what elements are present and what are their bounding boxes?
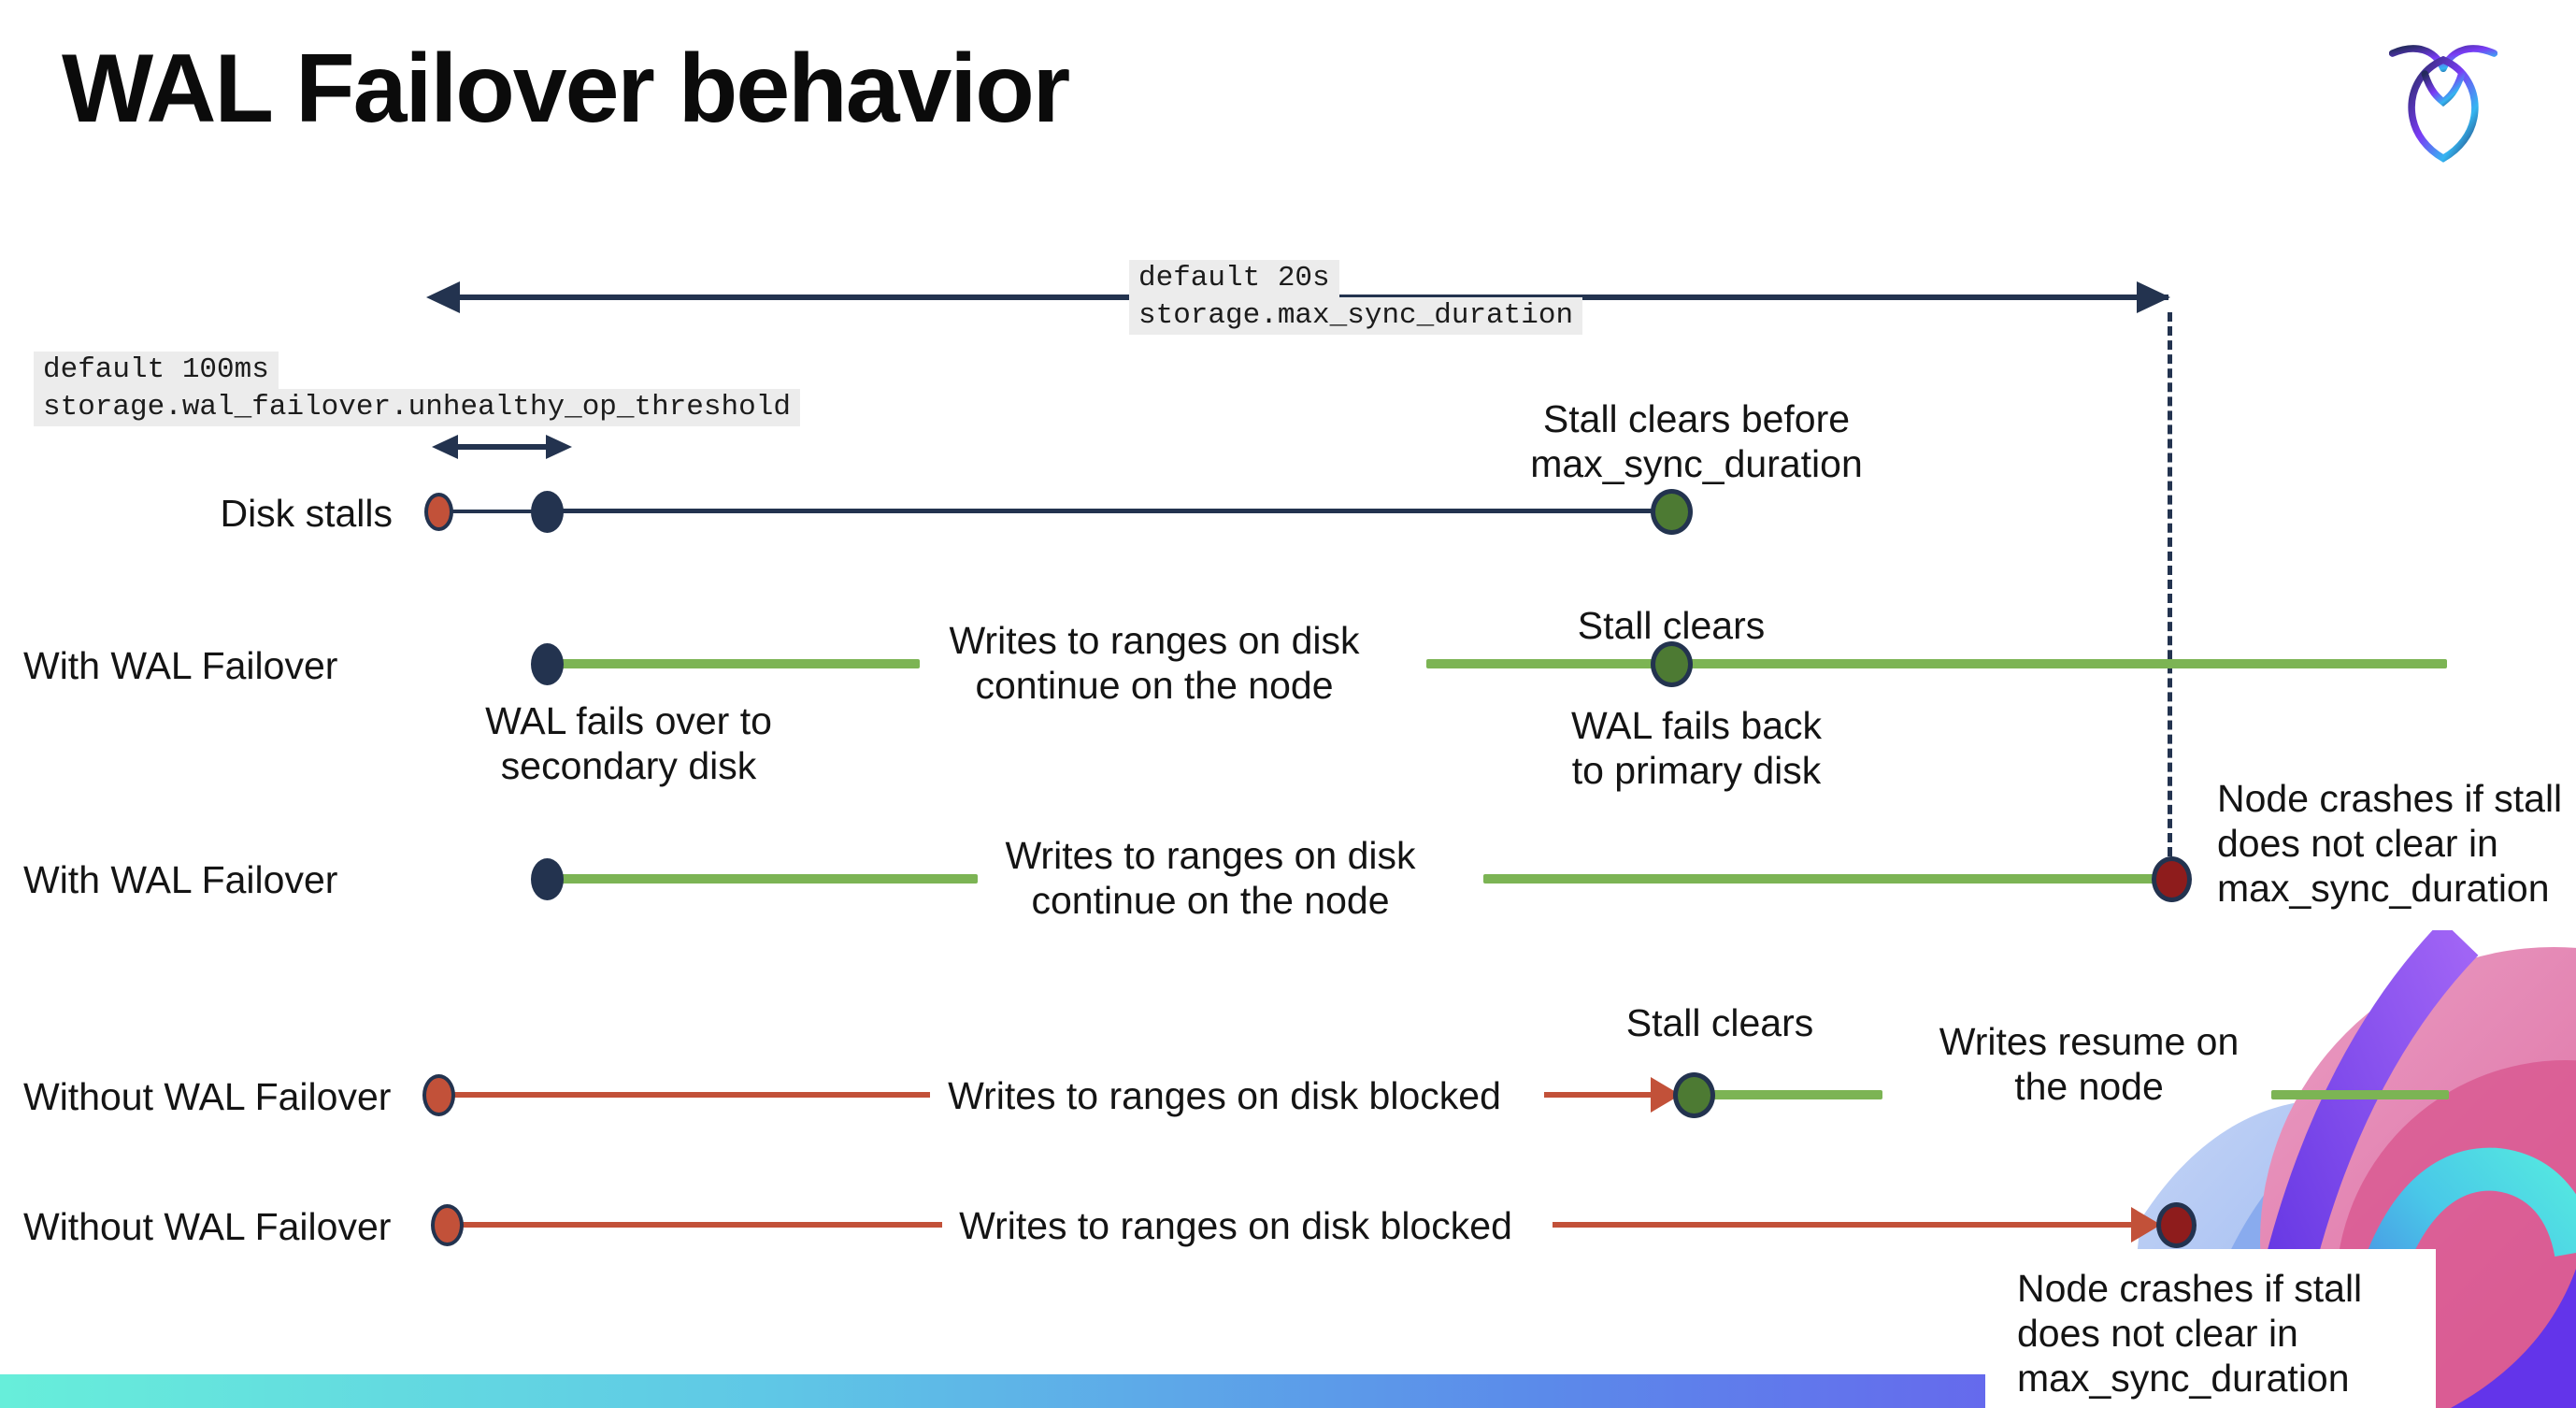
row5-blocked-timeline-seg2: [1553, 1222, 2139, 1228]
row3-node-crash-dot: [2152, 856, 2192, 902]
wal-fails-back-note: WAL fails back to primary disk: [1570, 704, 1823, 792]
row5-node-crash-dot: [2156, 1202, 2197, 1248]
threshold-setting-label: storage.wal_failover.unhealthy_op_thresh…: [34, 389, 800, 426]
row-label-disk-stalls: Disk stalls: [220, 492, 393, 535]
row-label-with-wal-failover-2: With WAL Failover: [23, 858, 338, 901]
node-crashes-note-1: Node crashes if stall does not clear in …: [2217, 777, 2563, 910]
writes-blocked-note-2: Writes to ranges on disk blocked: [959, 1204, 1512, 1247]
row1-stall-start-dot: [424, 493, 453, 531]
threshold-arrowhead-left-icon: [432, 435, 458, 459]
row3-failover-dot: [531, 858, 564, 900]
cockroachdb-logo-icon: [2389, 45, 2497, 163]
max-sync-default-label: default 20s: [1129, 260, 1339, 297]
row4-blocked-timeline-seg2: [1544, 1092, 1658, 1098]
threshold-arrowhead-right-icon: [546, 435, 572, 459]
row-label-without-wal-failover-2: Without WAL Failover: [23, 1205, 392, 1248]
row4-stall-clears-dot: [1673, 1072, 1715, 1118]
writes-continue-note-2: Writes to ranges on disk continue on the…: [1005, 834, 1416, 922]
row1-threshold-connector-line: [438, 510, 551, 513]
row4-green-timeline-seg1: [1712, 1090, 1882, 1099]
caption-box: [1985, 1249, 2436, 1408]
row1-stall-timeline: [547, 509, 1671, 513]
threshold-default-label: default 100ms: [34, 352, 279, 389]
stall-clears-before-note: Stall clears before max_sync_duration: [1530, 397, 1863, 485]
max-sync-arrowhead-left-icon: [426, 281, 460, 313]
node-crashes-note-2: Node crashes if stall does not clear in …: [2017, 1267, 2363, 1400]
row1-stall-clears-dot: [1651, 489, 1693, 535]
row2-green-timeline-seg3: [1690, 659, 2447, 668]
row4-stall-start-dot: [422, 1074, 455, 1116]
row3-green-timeline-seg1: [561, 874, 978, 884]
row2-failover-dot: [531, 643, 564, 685]
row2-green-timeline-seg2: [1426, 659, 1653, 668]
row3-green-timeline-seg2: [1483, 874, 2154, 884]
row5-stall-start-dot: [431, 1204, 464, 1246]
max-sync-arrowhead-right-icon: [2137, 281, 2170, 313]
writes-blocked-note-1: Writes to ranges on disk blocked: [948, 1074, 1501, 1117]
row-label-without-wal-failover-1: Without WAL Failover: [23, 1075, 392, 1118]
stall-clears-note-2: Stall clears: [1625, 1001, 1814, 1044]
writes-continue-note-1: Writes to ranges on disk continue on the…: [949, 619, 1360, 707]
row4-green-timeline-seg2: [2271, 1090, 2449, 1099]
row5-arrowhead-icon: [2131, 1207, 2161, 1243]
page-title: WAL Failover behavior: [62, 35, 1070, 143]
wal-fails-over-note: WAL fails over to secondary disk: [485, 699, 772, 787]
row-label-with-wal-failover-1: With WAL Failover: [23, 644, 338, 687]
row2-stall-clears-dot: [1651, 641, 1693, 687]
max-sync-deadline-dashed-line: [2168, 312, 2172, 856]
row4-blocked-timeline-seg1: [454, 1092, 930, 1098]
row5-blocked-timeline-seg1: [463, 1222, 942, 1228]
max-sync-setting-label: storage.max_sync_duration: [1129, 297, 1583, 335]
stall-clears-note-1: Stall clears: [1577, 604, 1766, 647]
threshold-span-line: [447, 444, 555, 450]
row1-failover-trigger-dot: [531, 491, 564, 533]
row2-green-timeline-seg1: [561, 659, 920, 668]
writes-resume-note: Writes resume on the node: [1939, 1020, 2240, 1108]
